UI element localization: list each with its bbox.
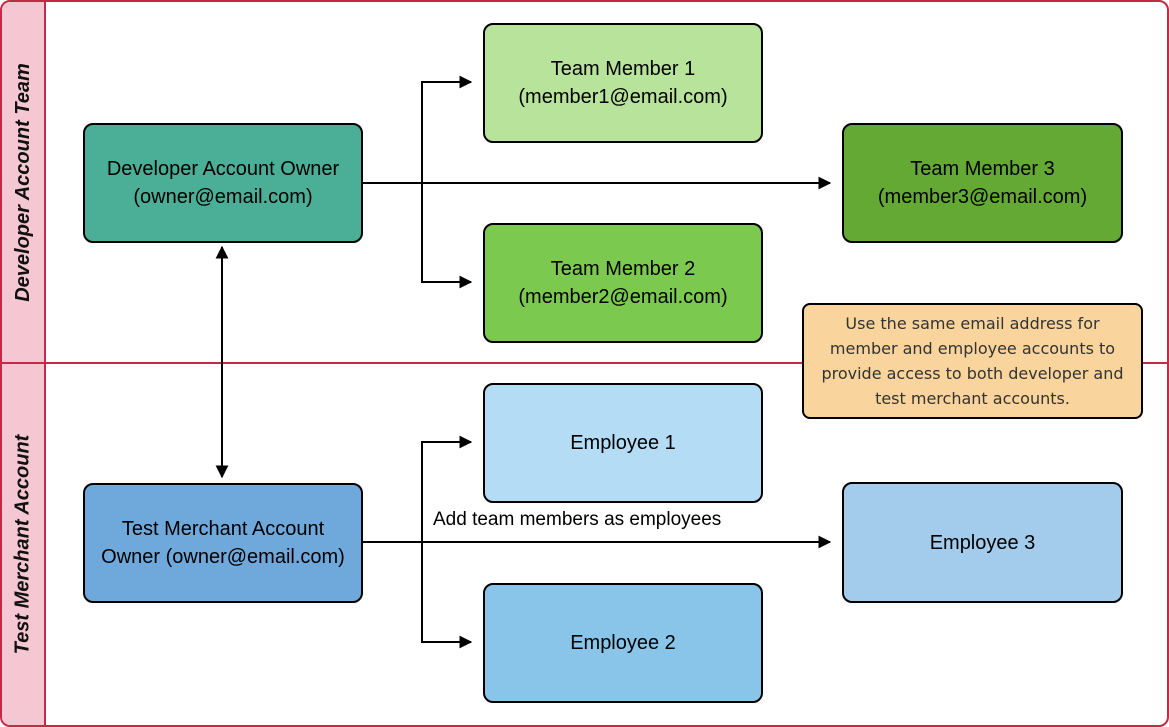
node-label: Employee 3 bbox=[929, 531, 1036, 554]
node-employee-1: Employee 1 bbox=[483, 383, 763, 503]
node-label: Employee 1 bbox=[570, 432, 676, 454]
lane-test-merchant-account: Test Merchant Account bbox=[2, 364, 46, 725]
connector-dev-owner-to-member1 bbox=[421, 75, 473, 183]
node-team-member-3: Team Member 3 (member3@email.com) bbox=[842, 123, 1123, 243]
node-team-member-1: Team Member 1 (member1@email.com) bbox=[483, 23, 763, 143]
node-email: (member3@email.com) bbox=[877, 186, 1088, 208]
connector-merch-owner-to-employee1 bbox=[421, 435, 473, 542]
lane-divider bbox=[2, 362, 1167, 364]
note-same-email-callout: Use the same email address for member an… bbox=[802, 303, 1143, 419]
node-label: Developer Account Owner bbox=[106, 158, 340, 180]
node-email: Owner (owner@email.com) bbox=[101, 546, 345, 568]
node-team-member-2: Team Member 2 (member2@email.com) bbox=[483, 223, 763, 343]
node-label: Team Member 2 bbox=[550, 258, 696, 280]
node-email: (member2@email.com) bbox=[518, 286, 728, 308]
note-line: Use the same email address for bbox=[845, 314, 1100, 333]
node-label: Employee 2 bbox=[570, 632, 676, 654]
node-label: Team Member 3 bbox=[910, 158, 1055, 180]
node-test-merchant-account-owner: Test Merchant Account Owner (owner@email… bbox=[83, 483, 363, 603]
note-line: member and employee accounts to bbox=[829, 339, 1116, 358]
note-line: test merchant accounts. bbox=[875, 389, 1070, 408]
lane-developer-account-team: Developer Account Team bbox=[2, 2, 46, 362]
connector-merch-owner-to-employee2 bbox=[421, 542, 473, 649]
node-label: Team Member 1 bbox=[550, 58, 696, 80]
node-employee-3: Employee 3 bbox=[842, 482, 1123, 603]
node-employee-2: Employee 2 bbox=[483, 583, 763, 703]
node-label: Test Merchant Account bbox=[121, 518, 325, 540]
node-developer-account-owner: Developer Account Owner (owner@email.com… bbox=[83, 123, 363, 243]
connector-dev-owner-to-member2 bbox=[421, 183, 473, 289]
note-line: provide access to both developer and bbox=[821, 364, 1124, 383]
node-email: (member1@email.com) bbox=[518, 86, 728, 108]
node-email: (owner@email.com) bbox=[133, 186, 313, 208]
edge-label-add-team-members: Add team members as employees bbox=[433, 509, 722, 530]
